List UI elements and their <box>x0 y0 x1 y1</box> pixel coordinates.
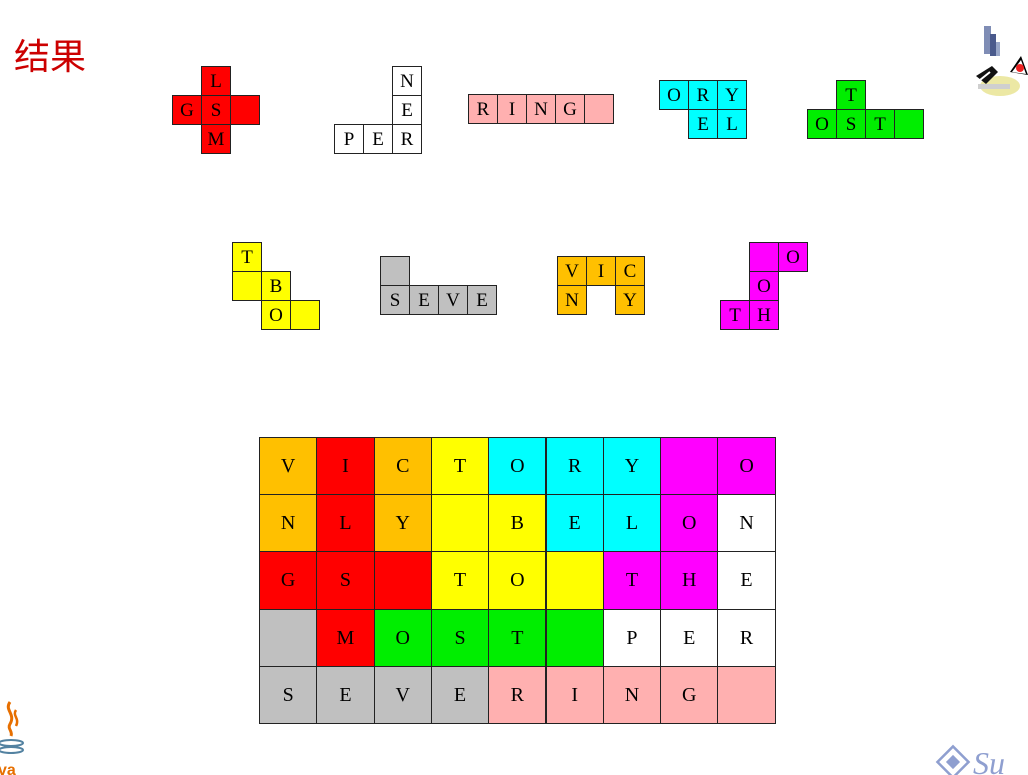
grid-cell: H <box>660 551 719 610</box>
grid-cell: O <box>717 437 776 496</box>
piece-cell <box>584 94 614 124</box>
grid-cell: L <box>602 494 662 553</box>
piece-cell: T <box>232 242 262 272</box>
piece-cell: Y <box>615 285 645 315</box>
piece-cell: B <box>261 271 291 301</box>
grid-cell: Y <box>373 494 432 553</box>
grid-cell: N <box>717 494 776 553</box>
grid-cell: V <box>259 437 318 496</box>
grid-cell: T <box>602 551 662 610</box>
piece-cell: S <box>201 95 231 125</box>
grid-cell: R <box>545 437 604 496</box>
piece-cell: C <box>615 256 645 286</box>
grid-cell: R <box>717 608 776 667</box>
piece-cell: T <box>720 300 750 330</box>
piece-cell: I <box>497 94 527 124</box>
grid-cell <box>373 551 432 610</box>
grid-cell <box>545 608 604 667</box>
piece-cell: N <box>526 94 556 124</box>
piece-cell: L <box>201 66 231 96</box>
grid-cell: M <box>316 608 375 667</box>
grid-cell: O <box>488 551 547 610</box>
piece-cell: T <box>836 80 866 110</box>
piece-cell: H <box>749 300 779 330</box>
piece-cell: O <box>749 271 779 301</box>
piece-cell: N <box>557 285 587 315</box>
java-logo: va <box>0 701 24 775</box>
piece-cell <box>232 271 262 301</box>
grid-cell: L <box>316 494 375 553</box>
grid-cell <box>430 494 490 553</box>
piece-cell: E <box>363 124 393 154</box>
piece-cell <box>230 95 260 125</box>
grid-cell: S <box>259 665 318 724</box>
grid-cell: S <box>316 551 375 610</box>
grid-cell: I <box>545 665 604 724</box>
grid-cell <box>259 608 318 667</box>
sun-logo: Su <box>935 744 1005 775</box>
piece-cell: S <box>836 109 866 139</box>
page-title: 结果 <box>14 37 87 78</box>
grid-cell: E <box>545 494 604 553</box>
grid-cell: T <box>488 608 547 667</box>
grid-cell: P <box>602 608 662 667</box>
grid-cell: C <box>373 437 432 496</box>
piece-cell: E <box>467 285 497 315</box>
piece-cell: G <box>555 94 585 124</box>
grid-cell: G <box>660 665 719 724</box>
grid-cell: T <box>430 437 490 496</box>
svg-text:va: va <box>0 762 16 775</box>
grid-cell: N <box>602 665 662 724</box>
piece-cell: E <box>409 285 439 315</box>
piece-cell: V <box>438 285 468 315</box>
piece-cell: O <box>807 109 837 139</box>
piece-cell: O <box>778 242 808 272</box>
grid-cell: V <box>373 665 432 724</box>
grid-cell: R <box>488 665 547 724</box>
grid-cell: I <box>316 437 375 496</box>
grid-cell <box>545 551 604 610</box>
duke-mascot-logo <box>976 26 1028 96</box>
piece-cell: O <box>659 80 689 110</box>
grid-cell <box>717 665 776 724</box>
grid-cell: S <box>430 608 490 667</box>
piece-cell: G <box>172 95 202 125</box>
grid-cell: E <box>660 608 719 667</box>
piece-cell <box>894 109 924 139</box>
piece-cell: R <box>688 80 718 110</box>
piece-cell: Y <box>717 80 747 110</box>
grid-cell: E <box>717 551 776 610</box>
piece-cell <box>290 300 320 330</box>
grid-cell: O <box>488 437 547 496</box>
piece-cell: R <box>392 124 422 154</box>
piece-cell <box>749 242 779 272</box>
piece-cell: S <box>380 285 410 315</box>
grid-cell: B <box>488 494 547 553</box>
piece-cell: E <box>392 95 422 125</box>
grid-cell: O <box>660 494 719 553</box>
svg-text:Su: Su <box>973 745 1005 775</box>
piece-cell: P <box>334 124 364 154</box>
grid-cell <box>660 437 719 496</box>
grid-cell: N <box>259 494 318 553</box>
piece-cell: R <box>468 94 498 124</box>
grid-cell: Y <box>602 437 662 496</box>
grid-cell: O <box>373 608 432 667</box>
piece-cell <box>380 256 410 286</box>
piece-cell: N <box>392 66 422 96</box>
piece-cell: T <box>865 109 895 139</box>
piece-cell: M <box>201 124 231 154</box>
grid-cell: G <box>259 551 318 610</box>
grid-cell: E <box>430 665 490 724</box>
grid-cell: E <box>316 665 375 724</box>
piece-cell: L <box>717 109 747 139</box>
piece-cell: O <box>261 300 291 330</box>
piece-cell: E <box>688 109 718 139</box>
piece-cell: I <box>586 256 616 286</box>
grid-cell: T <box>430 551 490 610</box>
piece-cell: V <box>557 256 587 286</box>
